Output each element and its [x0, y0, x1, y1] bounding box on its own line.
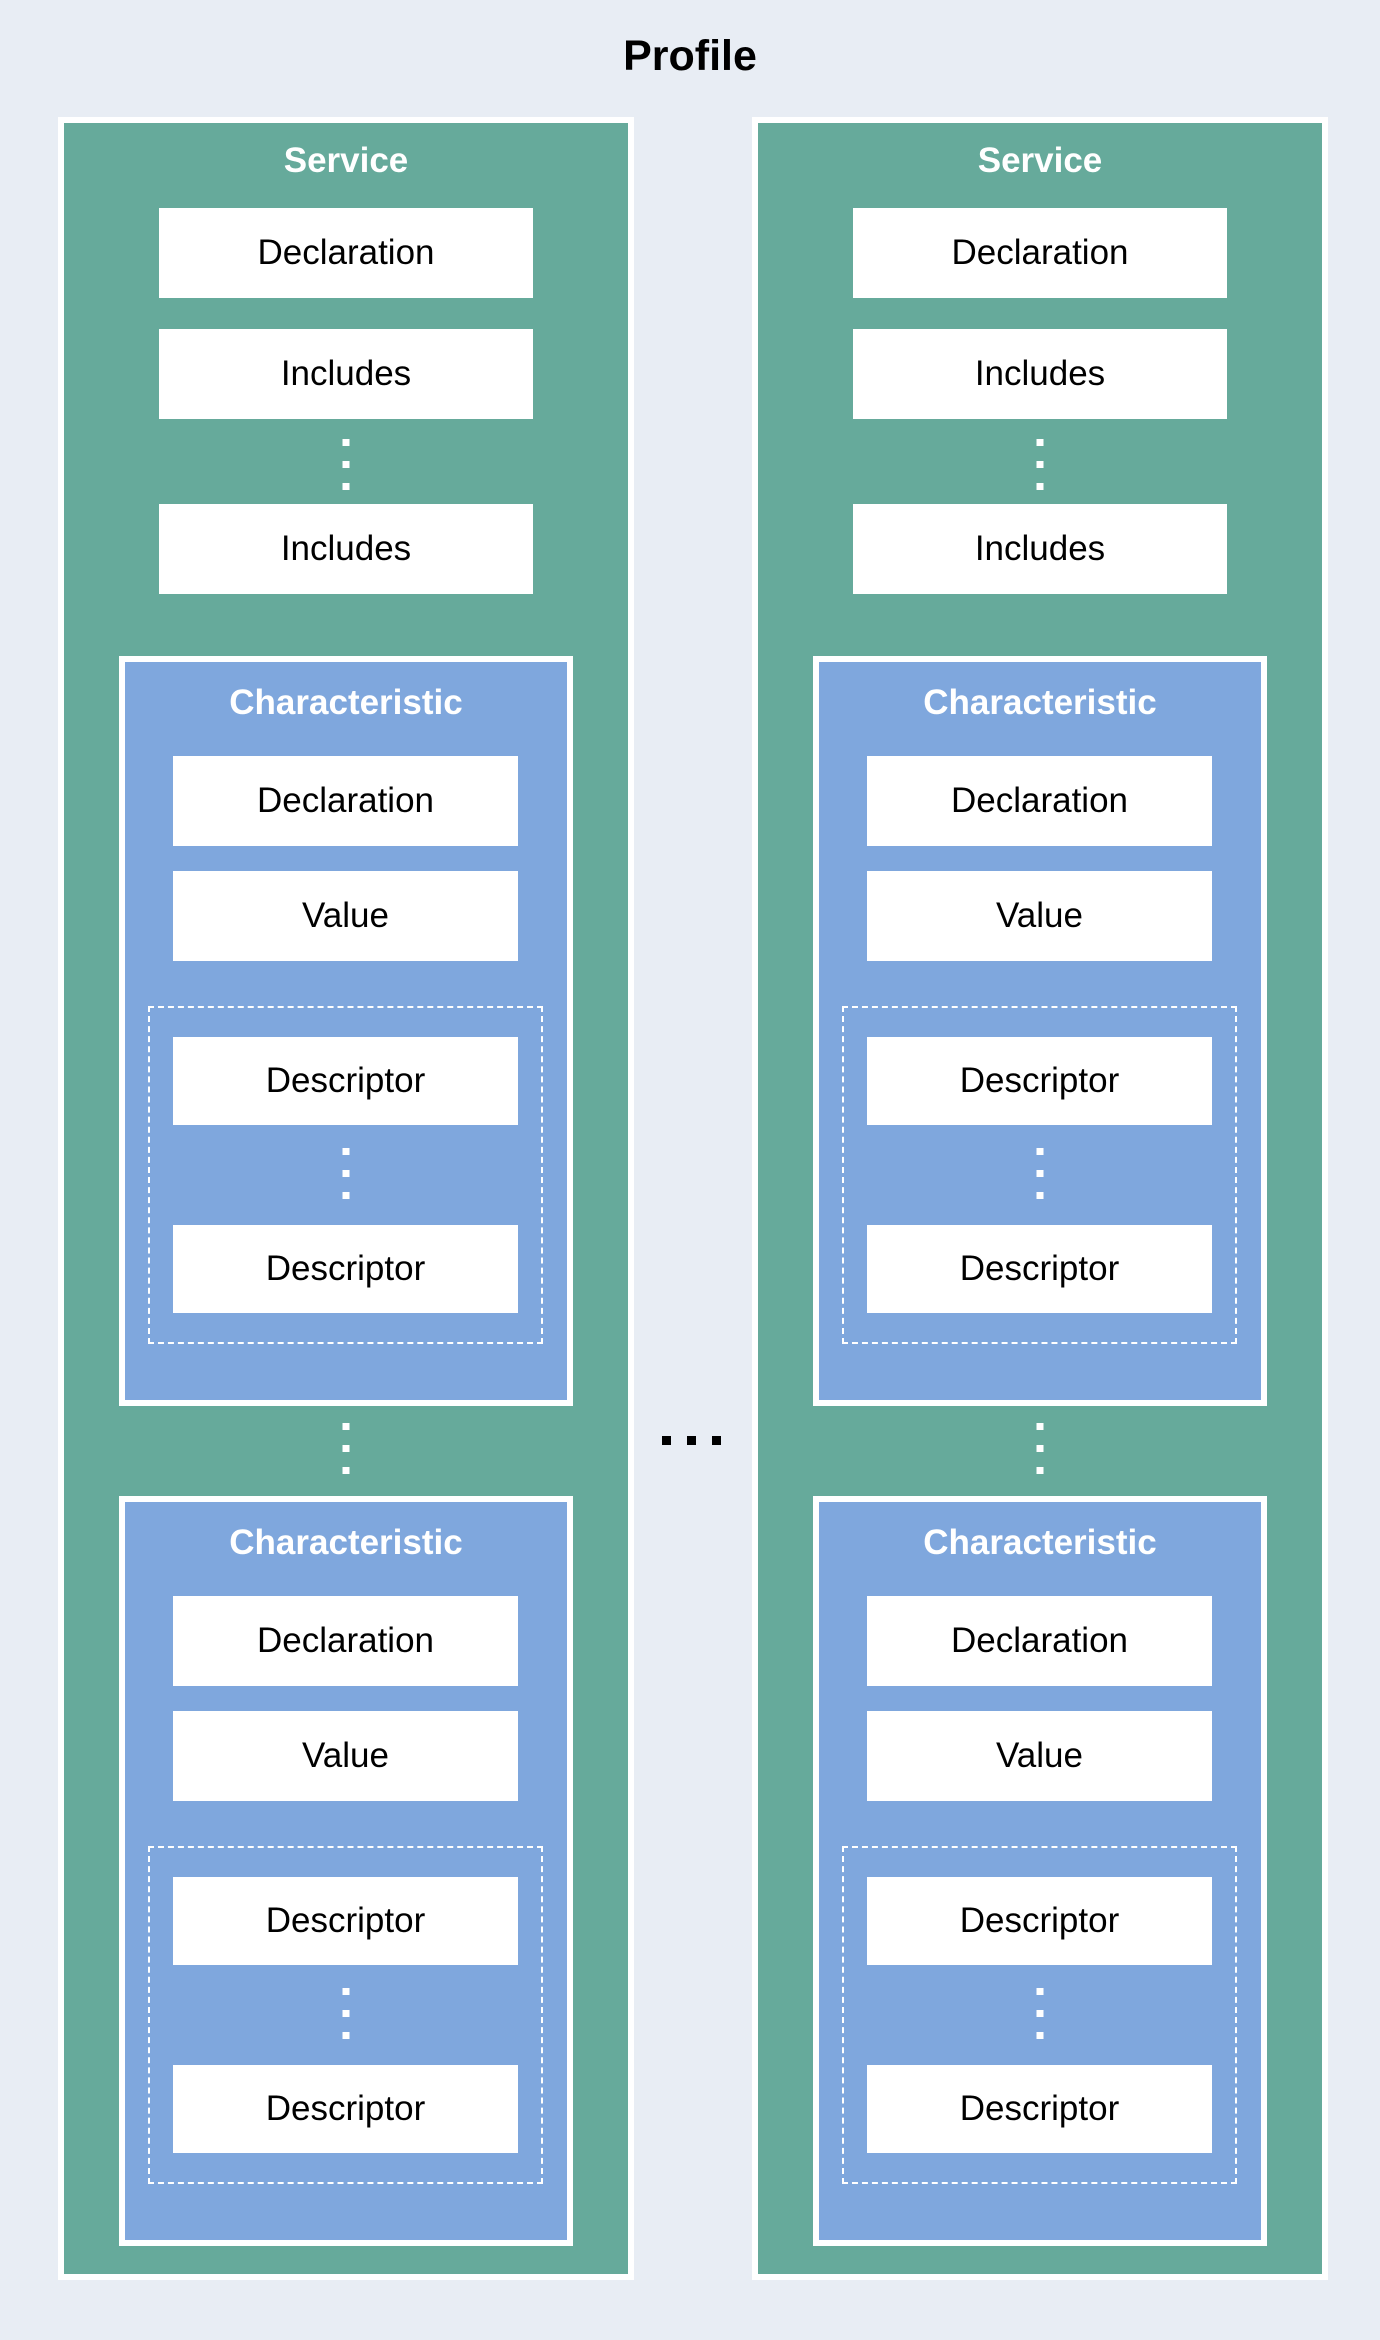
service-column: Service Declaration Includes Includes Ch… — [752, 117, 1328, 2280]
characteristic-value-box: Value — [867, 1711, 1212, 1801]
descriptor-box: Descriptor — [173, 1037, 518, 1125]
descriptor-box: Descriptor — [867, 1225, 1212, 1313]
characteristic-block: Characteristic Declaration Value Descrip… — [813, 656, 1267, 1406]
service-column: Service Declaration Includes Includes Ch… — [58, 117, 634, 2280]
descriptor-group: Descriptor Descriptor — [842, 1006, 1237, 1344]
service-block: Service Declaration Includes Includes Ch… — [64, 123, 628, 2274]
vertical-ellipsis-icon — [1036, 1988, 1043, 2039]
horizontal-ellipsis-icon — [662, 1436, 721, 1445]
descriptor-box: Descriptor — [173, 1225, 518, 1313]
service-includes-box: Includes — [159, 329, 533, 419]
service-declaration-box: Declaration — [853, 208, 1227, 298]
service-header: Service — [977, 141, 1103, 180]
characteristic-value-box: Value — [867, 871, 1212, 961]
characteristic-declaration-box: Declaration — [173, 1596, 518, 1686]
service-includes-box: Includes — [159, 504, 533, 594]
characteristic-declaration-box: Declaration — [867, 756, 1212, 846]
characteristic-header: Characteristic — [229, 1523, 463, 1562]
characteristic-header: Characteristic — [229, 683, 463, 722]
service-header: Service — [283, 141, 409, 180]
characteristic-header: Characteristic — [923, 1523, 1157, 1562]
characteristic-block: Characteristic Declaration Value Descrip… — [119, 656, 573, 1406]
characteristic-value-box: Value — [173, 1711, 518, 1801]
vertical-ellipsis-icon — [342, 1148, 349, 1199]
service-includes-box: Includes — [853, 504, 1227, 594]
characteristic-declaration-box: Declaration — [173, 756, 518, 846]
characteristic-block: Characteristic Declaration Value Descrip… — [813, 1496, 1267, 2246]
characteristic-block: Characteristic Declaration Value Descrip… — [119, 1496, 573, 2246]
descriptor-group: Descriptor Descriptor — [148, 1006, 543, 1344]
vertical-ellipsis-icon — [1036, 439, 1044, 490]
descriptor-box: Descriptor — [867, 2065, 1212, 2153]
descriptor-group: Descriptor Descriptor — [842, 1846, 1237, 2184]
characteristic-header: Characteristic — [923, 683, 1157, 722]
service-block: Service Declaration Includes Includes Ch… — [758, 123, 1322, 2274]
service-includes-box: Includes — [853, 329, 1227, 419]
descriptor-box: Descriptor — [173, 1877, 518, 1965]
service-declaration-box: Declaration — [159, 208, 533, 298]
characteristic-declaration-box: Declaration — [867, 1596, 1212, 1686]
vertical-ellipsis-icon — [342, 1423, 350, 1474]
descriptor-box: Descriptor — [867, 1037, 1212, 1125]
vertical-ellipsis-icon — [1036, 1148, 1043, 1199]
vertical-ellipsis-icon — [342, 1988, 349, 2039]
page-title: Profile — [623, 32, 757, 80]
descriptor-group: Descriptor Descriptor — [148, 1846, 543, 2184]
descriptor-box: Descriptor — [867, 1877, 1212, 1965]
characteristic-value-box: Value — [173, 871, 518, 961]
descriptor-box: Descriptor — [173, 2065, 518, 2153]
vertical-ellipsis-icon — [342, 439, 350, 490]
vertical-ellipsis-icon — [1036, 1423, 1044, 1474]
